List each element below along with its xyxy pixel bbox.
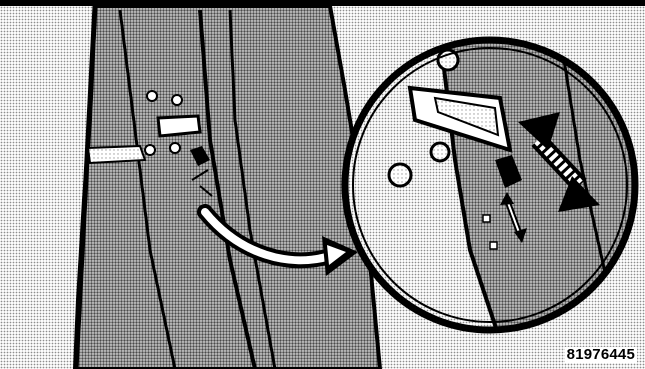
figure-id-label: 81976445 bbox=[565, 347, 637, 363]
door-body bbox=[75, 6, 380, 369]
